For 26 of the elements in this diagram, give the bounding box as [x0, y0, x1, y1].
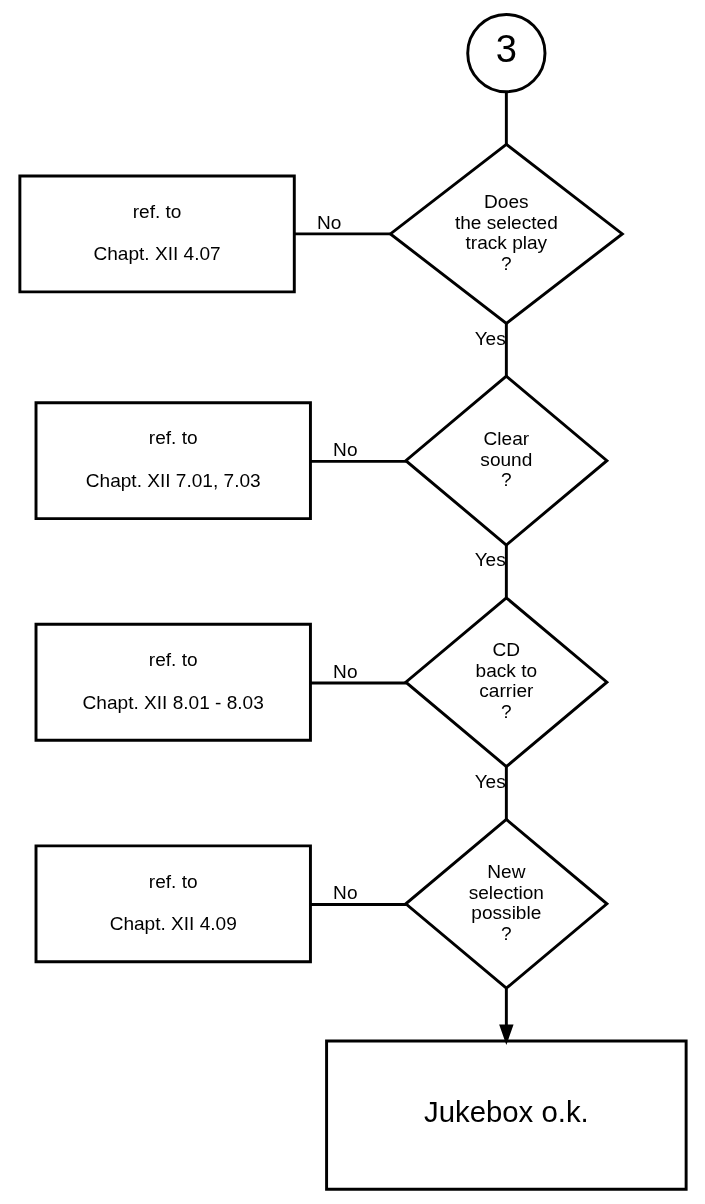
node-box: ref. to Chapt. XII 8.01 - 8.03 [34, 622, 312, 742]
connector [504, 323, 508, 377]
node-box: ref. to Chapt. XII 7.01, 7.03 [34, 401, 312, 521]
node-diamond: Clear sound ? [403, 374, 609, 547]
edge-label: No [332, 439, 357, 461]
arrow [498, 988, 514, 1046]
edge-label: Yes [474, 327, 506, 349]
edge-label: Yes [474, 770, 506, 792]
node-circle: 3 [465, 13, 546, 94]
connector [504, 766, 508, 820]
connector [310, 459, 406, 463]
node-box: ref. to Chapt. XII 4.07 [17, 174, 296, 294]
node-box: ref. to Chapt. XII 4.09 [34, 844, 312, 964]
node-box: Jukebox o.k. [324, 1039, 688, 1191]
connector [310, 681, 406, 685]
connector [504, 91, 508, 145]
edge-label: No [316, 211, 341, 233]
edge-label: No [332, 660, 357, 682]
edge-label: Yes [474, 549, 506, 571]
connector [294, 232, 390, 236]
node-diamond: Does the selected track play ? [387, 142, 625, 326]
node-diamond: CD back to carrier ? [403, 595, 609, 769]
connector [310, 903, 406, 906]
connector [504, 545, 508, 598]
node-diamond: New selection possible ? [403, 817, 609, 991]
edge-label: No [332, 882, 357, 904]
